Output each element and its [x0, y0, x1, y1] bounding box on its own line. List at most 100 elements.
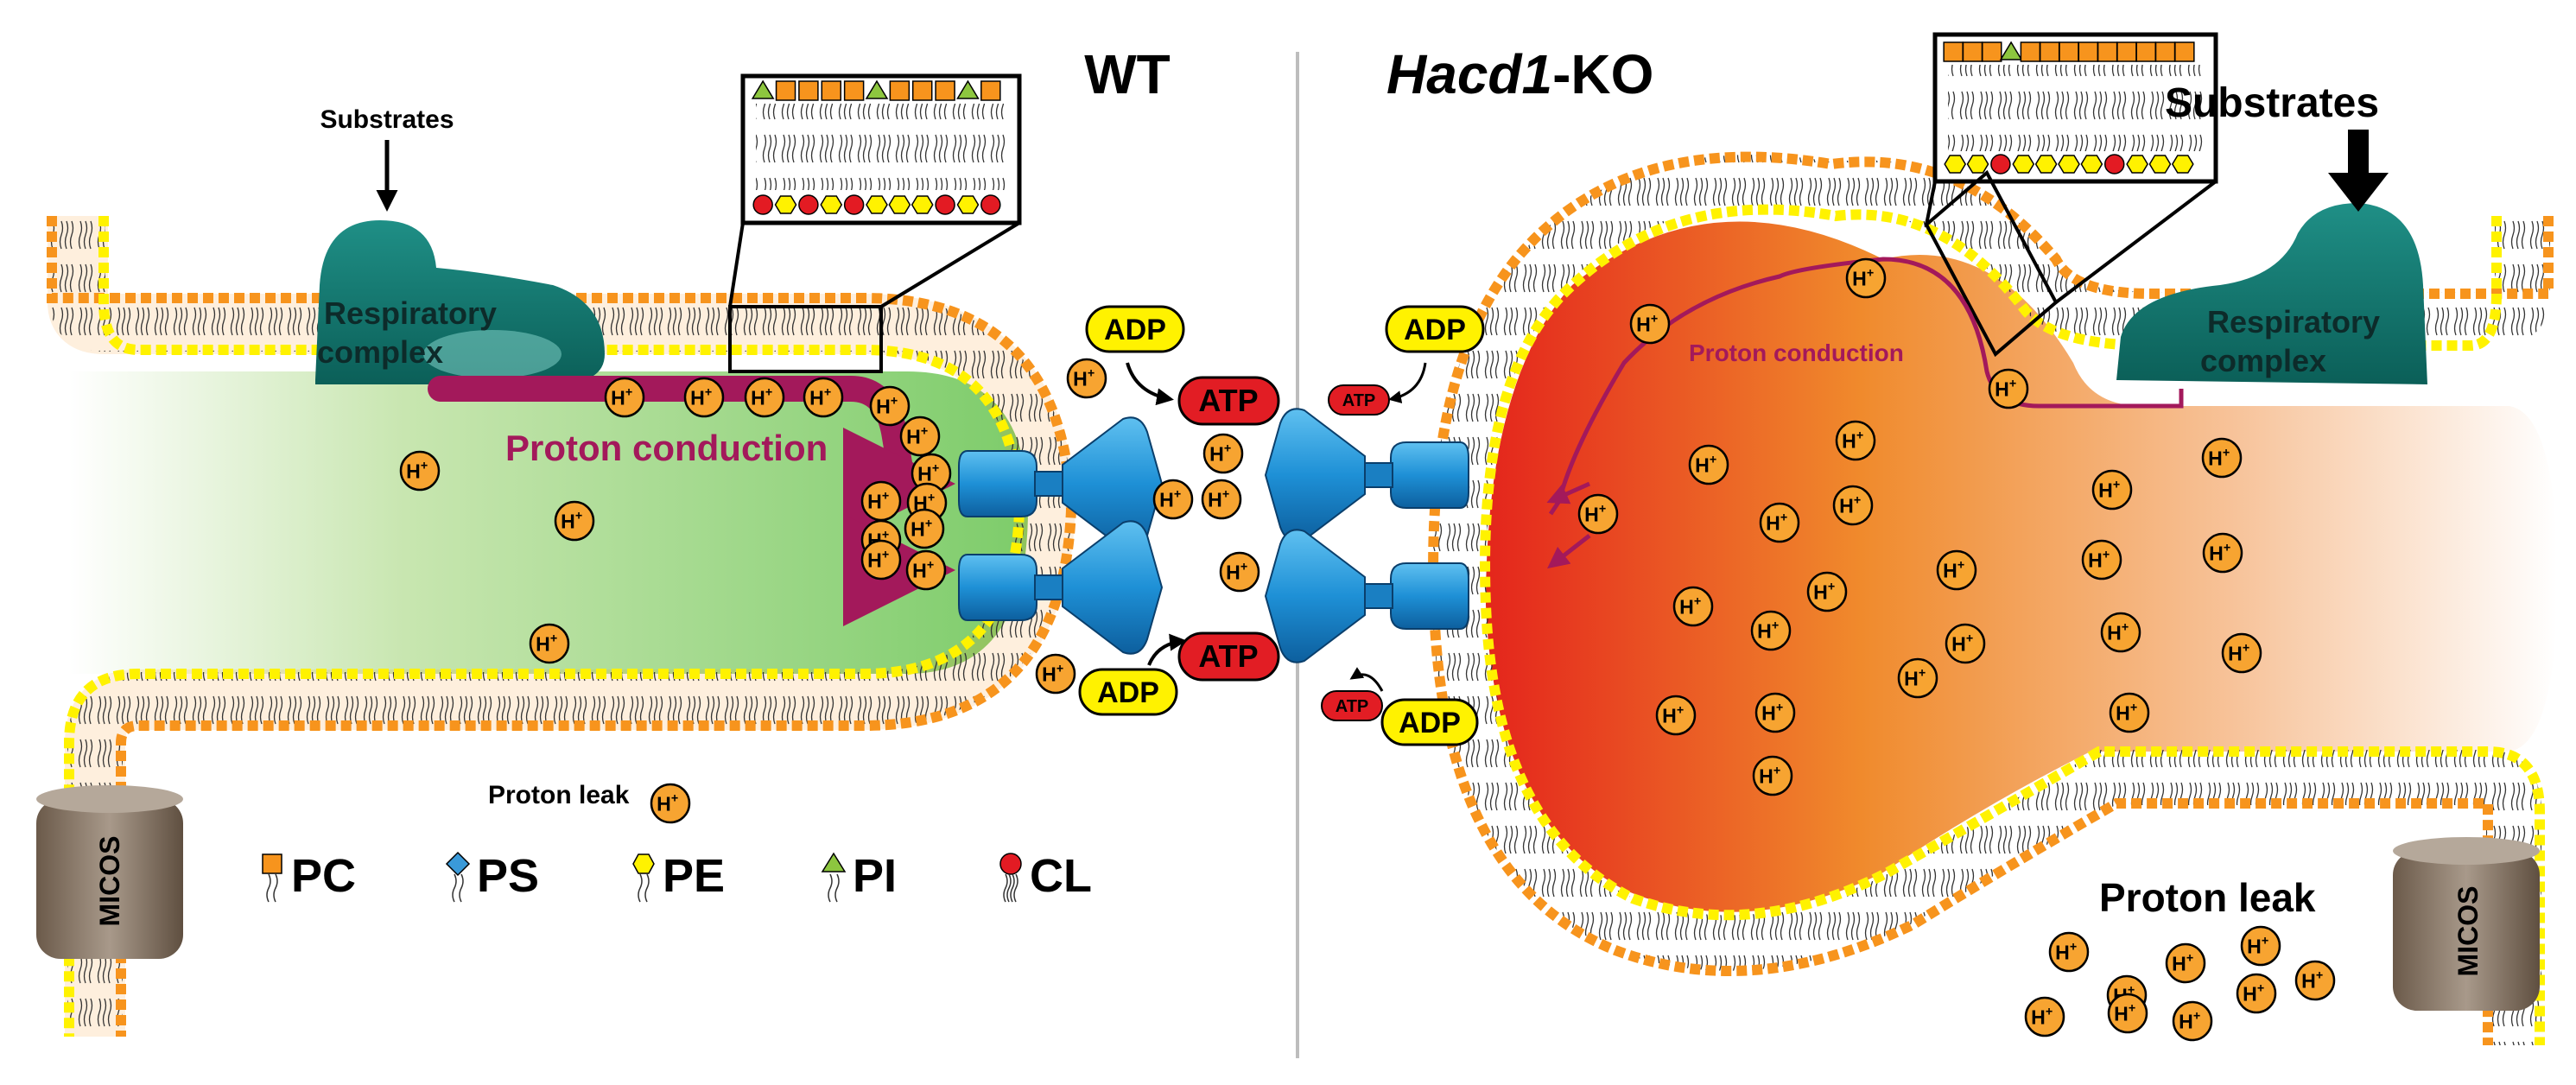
- wt-proton-5: H+: [869, 385, 910, 427]
- proton-symbol: H: [2179, 1010, 2193, 1032]
- svg-text:H+: H+: [657, 791, 678, 815]
- proton-charge: +: [2262, 934, 2268, 948]
- wt-micos: MICOS: [36, 785, 183, 959]
- svg-text:H+: H+: [2088, 548, 2110, 571]
- ko-proton-15: H+: [1655, 695, 1697, 736]
- proton-symbol: H: [912, 559, 927, 581]
- proton-charge: +: [625, 385, 632, 399]
- wt-proton-13: H+: [905, 549, 947, 591]
- ko-proton-conduction-label: Proton conduction: [1689, 339, 1904, 366]
- proton-symbol: H: [2116, 701, 2130, 724]
- proton-charge: +: [1773, 764, 1780, 777]
- ko-proton-18: H+: [2091, 469, 2133, 511]
- proton-symbol: H: [536, 632, 550, 655]
- proton-symbol: H: [1766, 511, 1780, 534]
- proton-charge: +: [2193, 1009, 2200, 1023]
- svg-text:H+: H+: [1584, 502, 1606, 525]
- proton-symbol: H: [1159, 488, 1174, 511]
- proton-charge: +: [705, 385, 712, 399]
- legend-label-ps: PS: [477, 850, 539, 902]
- proton-symbol: H: [2209, 542, 2224, 564]
- proton-charge: +: [1856, 428, 1863, 442]
- ko-proton-28: H+: [2240, 925, 2281, 967]
- ko-matrix: [1486, 221, 2557, 912]
- svg-text:H+: H+: [2247, 934, 2268, 957]
- wt-proton-16: H+: [1152, 479, 1194, 520]
- svg-text:H+: H+: [751, 385, 772, 409]
- wt-complex-label-1: Respiratory: [324, 295, 497, 331]
- proton-charge: +: [1174, 487, 1181, 501]
- wt-respiratory-complex: Respiratory complex: [315, 220, 605, 384]
- ko-panel-label-italic: Hacd1: [1386, 43, 1552, 105]
- ko-lipid-inset: [1924, 32, 2218, 358]
- proton-charge: +: [1651, 312, 1658, 326]
- proton-symbol: H: [690, 386, 705, 409]
- wt-adp-atp-lower: ADP ATP: [1078, 631, 1280, 716]
- wt-proton-22: H+: [529, 623, 570, 664]
- ko-adp-label-1: ADP: [1404, 314, 1466, 346]
- wt-proton-2: H+: [683, 377, 725, 418]
- svg-text:H+: H+: [1759, 764, 1780, 787]
- ko-proton-9: H+: [1806, 571, 1848, 612]
- proton-symbol: H: [1995, 378, 2009, 400]
- wt-proton-7: H+: [910, 453, 952, 494]
- proton-symbol: H: [1842, 429, 1856, 452]
- svg-text:H+: H+: [1943, 558, 1964, 581]
- svg-text:H+: H+: [406, 459, 428, 482]
- wt-proton-leak-label: Proton leak: [488, 781, 630, 809]
- proton-symbol: H: [1904, 667, 1919, 689]
- proton-symbol: H: [867, 490, 882, 512]
- proton-symbol: H: [406, 460, 421, 482]
- ko-inner-headgroups: [1480, 204, 2545, 1045]
- ko-protons: H+H+H+H+H+H+H+H+H+H+H+H+H+H+H+H+H+H+H+H+…: [1577, 257, 2336, 1042]
- proton-symbol: H: [2208, 447, 2223, 469]
- proton-symbol: H: [751, 386, 765, 409]
- svg-text:H+: H+: [536, 631, 557, 655]
- ko-proton-21: H+: [2202, 532, 2243, 574]
- ko-panel: Respiratory complex Substrates Proton co…: [1264, 32, 2557, 1045]
- wt-proton-4: H+: [803, 377, 844, 418]
- svg-text:H+: H+: [1757, 619, 1779, 642]
- proton-symbol: H: [1852, 267, 1867, 289]
- svg-text:H+: H+: [1208, 487, 1229, 511]
- ko-proton-1: H+: [1845, 257, 1887, 299]
- proton-symbol: H: [1695, 454, 1710, 476]
- proton-charge: +: [2113, 478, 2120, 492]
- svg-text:H+: H+: [1636, 312, 1658, 335]
- proton-symbol: H: [1584, 503, 1599, 525]
- ko-adp-atp-upper: ADP ATP: [1328, 305, 1485, 416]
- proton-symbol: H: [1226, 561, 1240, 583]
- wt-proton-14: H+: [1066, 358, 1107, 399]
- proton-symbol: H: [809, 386, 824, 409]
- proton-charge: +: [2223, 446, 2230, 460]
- svg-text:H+: H+: [917, 461, 939, 485]
- wt-adp-label-2: ADP: [1097, 676, 1159, 709]
- wt-atp-label-1: ATP: [1198, 383, 1258, 418]
- proton-charge: +: [927, 558, 934, 572]
- proton-symbol: H: [867, 549, 882, 571]
- svg-text:H+: H+: [2098, 478, 2120, 501]
- ko-proton-33: H+: [2172, 1000, 2213, 1042]
- proton-charge: +: [2257, 981, 2264, 995]
- wt-proton-20: H+: [399, 450, 441, 492]
- ko-proton-8: H+: [1577, 493, 1619, 535]
- svg-text:H+: H+: [1679, 594, 1701, 618]
- wt-proton-15: H+: [1202, 433, 1244, 474]
- ko-atp-label-1: ATP: [1342, 391, 1376, 410]
- svg-text:H+: H+: [2243, 981, 2264, 1005]
- yellow-hexagon-headgroup-icon: [632, 853, 655, 903]
- ko-proton-23: H+: [2221, 632, 2262, 674]
- proton-symbol: H: [906, 425, 921, 447]
- proton-symbol: H: [1636, 313, 1651, 335]
- svg-text:H+: H+: [906, 424, 928, 447]
- wt-matrix: [69, 371, 1028, 674]
- ko-proton-29: H+: [2294, 960, 2336, 1001]
- ko-proton-14: H+: [1897, 657, 1938, 699]
- wt-crista-membrane: [48, 216, 1076, 1037]
- legend-item-pe: PE: [632, 850, 725, 903]
- ko-proton-3: H+: [1988, 368, 2029, 409]
- orange-square-headgroup-icon: [262, 853, 282, 903]
- svg-text:H+: H+: [2228, 641, 2249, 664]
- legend-item-pi: PI: [821, 850, 897, 903]
